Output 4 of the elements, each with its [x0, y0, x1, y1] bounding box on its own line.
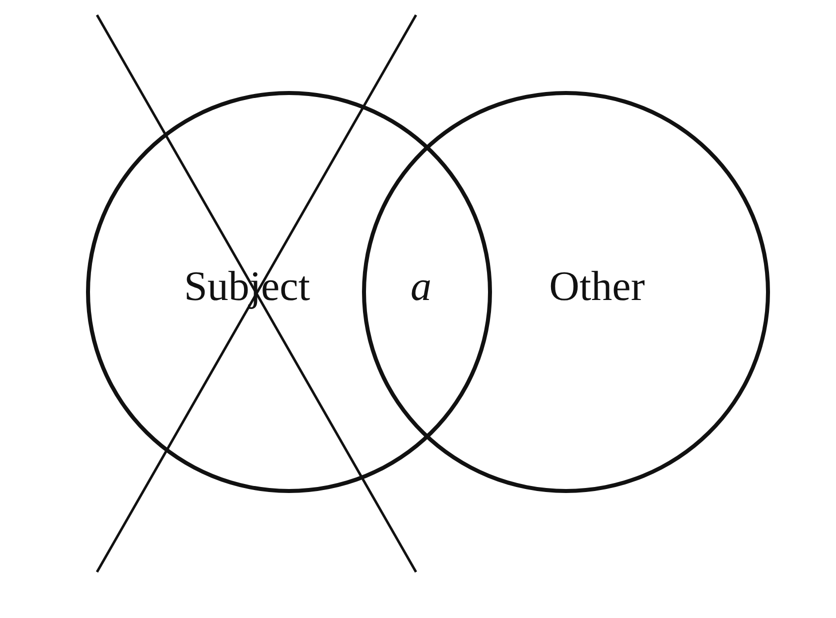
venn-circle: [86, 91, 492, 493]
region-label: a: [410, 266, 432, 308]
set-label: Other: [549, 266, 645, 308]
venn-circle: [362, 91, 770, 493]
